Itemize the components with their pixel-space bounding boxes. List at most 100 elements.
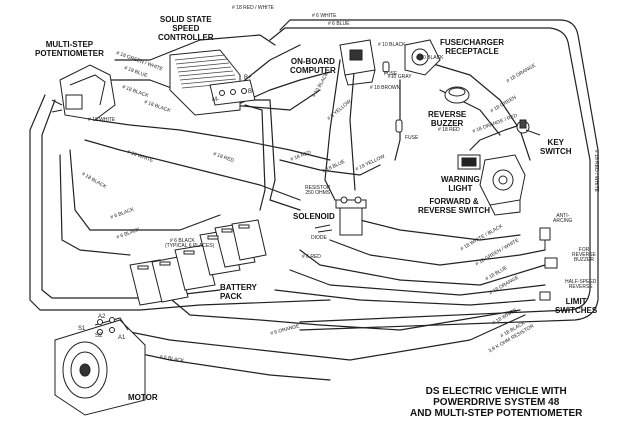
limit-switch-graphic (539, 227, 558, 301)
wire-loop-18 (469, 124, 521, 151)
title-line-2: POWERDRIVE SYSTEM 48 (433, 397, 560, 408)
wire-label: # 18 BROWN (370, 85, 401, 91)
key-switch-line-2: SWITCH (540, 147, 572, 156)
key-switch-graphic (516, 119, 541, 136)
wire-loop-24 (159, 289, 521, 331)
wire-label: # 18 RED / WHITE (232, 5, 274, 11)
reverse-buzzer-line-1: REVERSE (428, 110, 467, 119)
title-line-3: AND MULTI-STEP POTENTIOMETER (410, 408, 583, 419)
fr-switch-graphic (479, 154, 526, 216)
label-a2: A2 (98, 314, 106, 320)
solenoid-graphic (314, 196, 367, 236)
wire-label: # 18 WHITE (88, 117, 116, 123)
for-reverse-buzzer-line-3: BUZZER (573, 257, 594, 263)
label-computer: ON-BOARD COMPUTER (290, 57, 336, 75)
label-reverse-buzzer: REVERSE BUZZER (428, 110, 466, 128)
wire-loop-5 (114, 34, 276, 61)
half-speed-line-1: HALF-SPEED (565, 279, 597, 285)
label-typical: (TYPICAL 6 PLACES) (165, 243, 215, 249)
fuse-graphic (382, 61, 403, 133)
label-m-minus: M- (212, 97, 219, 103)
battery-pack-line-2: PACK (220, 292, 243, 301)
wire-loop-13 (324, 59, 341, 201)
wire-label: # 10 BLACK (378, 42, 406, 48)
label-s2: S2 (95, 333, 103, 339)
wire-loop-20 (329, 239, 546, 266)
title-line-1: DS ELECTRIC VEHICLE WITH (425, 386, 567, 397)
label-anti-arcing: ANTI- ARCING (553, 214, 572, 224)
label-limit-switches: LIMIT SWITCHES (555, 297, 597, 315)
label-motor: MOTOR (128, 393, 158, 402)
wire-label: # 6 BLACK (170, 238, 195, 244)
label-b-plus: B+ (244, 75, 252, 81)
fr-switch-line-1: FORWARD & (429, 197, 479, 206)
warning-light-graphic (457, 154, 481, 170)
battery-pack-graphic (129, 219, 267, 306)
label-controller: SOLID STATE SPEED CONTROLLER (158, 15, 214, 42)
label-fuse: FUSE (384, 71, 398, 77)
limit-switches-line-1: LIMIT (565, 297, 587, 306)
label-battery-pack: BATTERY PACK (220, 283, 257, 301)
receptacle-line-2: RECEPTACLE (445, 47, 499, 56)
wire-label: # 18 RED / WHITE (593, 150, 599, 192)
wire-label: # 6 WHITE (312, 13, 337, 19)
wire-label: #10 GRAY (388, 74, 412, 80)
label-fr-switch: FORWARD & REVERSE SWITCH (418, 197, 490, 215)
wire-loop-19 (359, 219, 521, 241)
label-b-minus: B- (248, 89, 254, 95)
wire-loop-25 (119, 314, 526, 361)
wire-loop-3 (29, 94, 331, 311)
wire-loop-23 (274, 289, 536, 306)
label-key-switch: KEY SWITCH (540, 138, 572, 156)
label-for-reverse-buzzer: FOR REVERSE BUZZER (572, 248, 596, 263)
anti-arcing-line-2: ARCING (553, 218, 573, 224)
potentiometer-line-1: MULTI-STEP (45, 40, 94, 49)
wire-loop-22 (289, 269, 546, 296)
wire-label: # 10 BLACK (416, 55, 444, 61)
label-receptacle: FUSE/CHARGER RECEPTACLE (440, 38, 504, 56)
warning-light-line-1: WARNING (441, 175, 480, 184)
controller-line-3: CONTROLLER (158, 33, 214, 42)
warning-light-line-2: LIGHT (448, 184, 473, 193)
wire-loop-10 (59, 154, 131, 256)
wire-loop-21 (299, 249, 546, 286)
wire-loop-27 (279, 159, 381, 176)
wire-loop-2 (269, 27, 591, 323)
motor-text: MOTOR (128, 393, 158, 402)
for-reverse-buzzer-line-2: REVERSE (572, 252, 596, 258)
half-speed-line-2: REVERSE (568, 284, 593, 290)
potentiometer-graphic (51, 64, 116, 121)
motor-graphic (54, 317, 146, 416)
label-warning-light: WARNING LIGHT (441, 175, 480, 193)
fr-switch-line-2: REVERSE SWITCH (418, 206, 491, 215)
wire-loop-16 (419, 59, 531, 161)
anti-arcing-line-1: ANTI- (556, 213, 570, 219)
reverse-buzzer-line-2: BUZZER (430, 119, 464, 128)
wire-loop-11 (249, 99, 301, 211)
wire-loop-8 (84, 139, 301, 201)
resistor-line-2: 250 OHMS (305, 190, 331, 196)
label-half-speed-reverse: HALF-SPEED REVERSE (565, 280, 596, 290)
wire-loop-15 (394, 79, 401, 161)
wire-loop-9 (69, 149, 221, 231)
label-solenoid: SOLENOID (293, 212, 335, 221)
label-s1: S1 (78, 326, 86, 332)
computer-graphic (339, 39, 376, 86)
wire-loop-7 (94, 119, 331, 161)
receptacle-line-1: FUSE/CHARGER (440, 38, 505, 47)
label-resistor: RESISTOR 250 OHMS (305, 186, 330, 196)
wire-label: # 6 RED (302, 254, 321, 260)
limit-switches-line-2: SWITCHES (555, 306, 598, 315)
diagram-title: DS ELECTRIC VEHICLE WITH POWERDRIVE SYST… (410, 386, 582, 419)
reverse-buzzer-graphic (444, 86, 470, 104)
resistor-line-1: RESISTOR (305, 185, 331, 191)
potentiometer-line-2: POTENTIOMETER (35, 49, 104, 58)
wire-loop-12 (244, 104, 266, 211)
wire-label: # 6 BLUE (328, 21, 350, 27)
controller-line-1: SOLID STATE (159, 15, 212, 24)
computer-line-2: COMPUTER (290, 66, 336, 75)
label-diode: DIODE (311, 235, 327, 241)
wire-loop-1 (279, 19, 599, 331)
